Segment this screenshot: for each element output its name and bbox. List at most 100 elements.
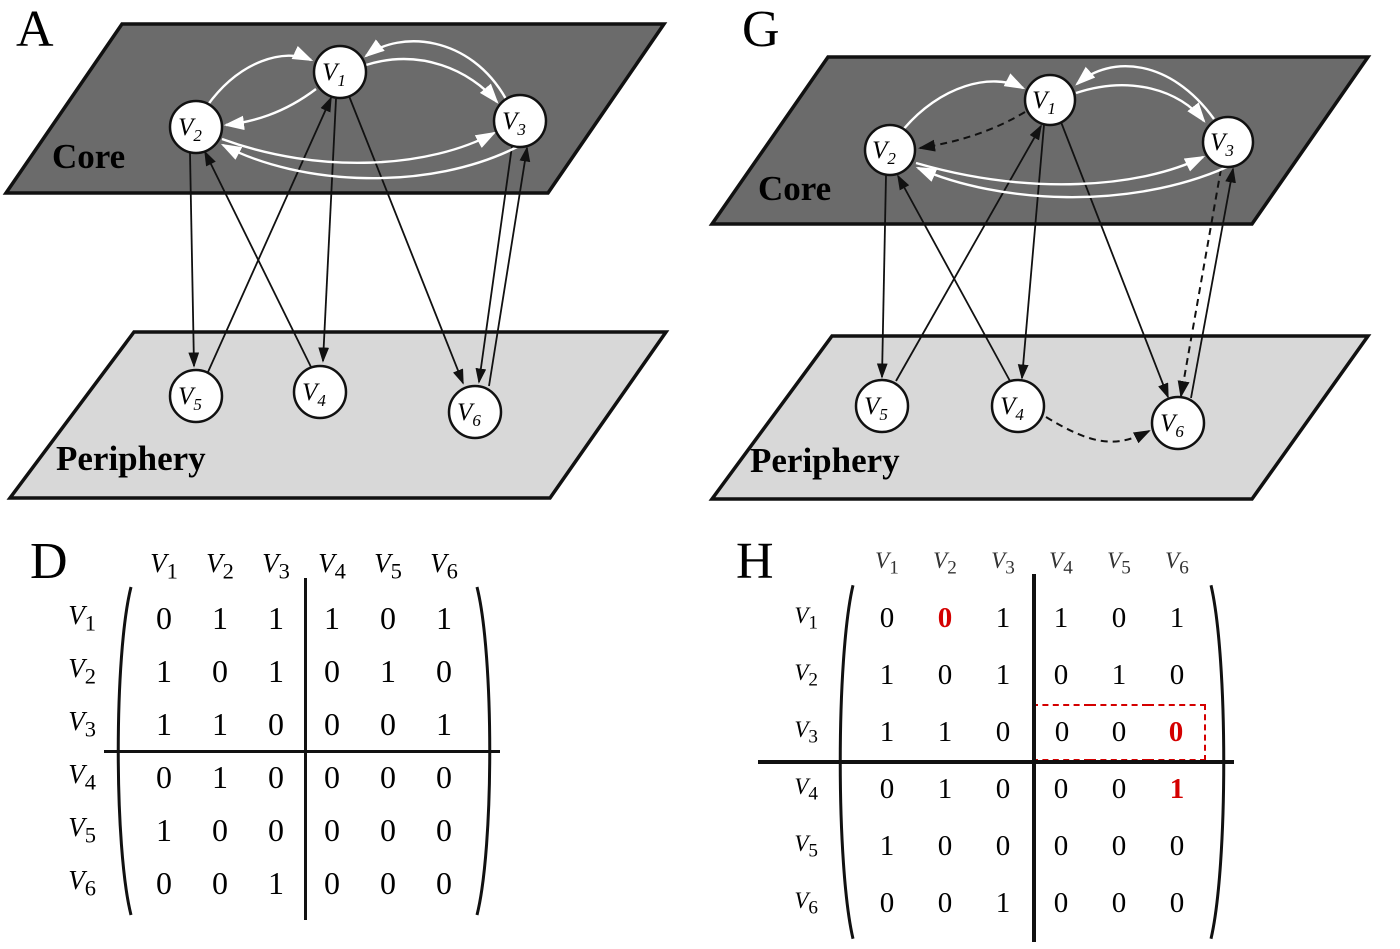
panel-letter-D: D <box>30 533 68 590</box>
matrix-cell: 0 <box>1148 704 1206 761</box>
matrix-cell: 1 <box>1169 773 1185 805</box>
node-v3 <box>492 93 548 149</box>
row-header-v3: V3 <box>68 706 96 742</box>
node-label-v3: V3 <box>502 108 526 139</box>
row-header-v2: V2 <box>68 653 96 689</box>
edge-v1-v6 <box>348 95 464 385</box>
matrix-cell: 0 <box>156 600 172 636</box>
matrix-cell: 1 <box>156 706 172 742</box>
col-header-v1: V1 <box>150 548 178 584</box>
matrix-cell: 0 <box>1053 887 1069 919</box>
edge-v1-v4 <box>318 98 337 363</box>
matrix-cell: 0 <box>1053 830 1069 862</box>
node-label-v4: V4 <box>302 379 326 410</box>
edge-v3-v6-dashed <box>1177 168 1222 398</box>
matrix-cell: 0 <box>937 830 953 862</box>
matrix-cell: 1 <box>380 653 396 689</box>
matrix-cell: 1 <box>212 600 228 636</box>
node-label-v3: V3 <box>1210 129 1234 160</box>
matrix-cell: 1 <box>324 600 340 636</box>
matrix-cell: 0 <box>436 653 452 689</box>
node-label-v1: V1 <box>1032 87 1056 118</box>
matrix-cell: 1 <box>1169 602 1185 634</box>
matrix-cell: 0 <box>1169 887 1185 919</box>
row-header-v4: V4 <box>794 773 818 805</box>
col-header-v1: V1 <box>875 548 899 579</box>
matrix-cell: 1 <box>879 830 895 862</box>
edge-v3-v2 <box>915 165 1228 199</box>
matrix-cell: 1 <box>995 887 1011 919</box>
col-header-v5: V5 <box>374 548 402 584</box>
matrix-cell: 0 <box>1090 704 1148 761</box>
node-v3 <box>1201 115 1255 169</box>
matrix-cell: 0 <box>1053 773 1069 805</box>
node-label-v6: V6 <box>457 399 481 430</box>
edge-v1-v2 <box>223 88 317 131</box>
matrix-cell: 0 <box>1169 659 1185 691</box>
edge-v4-v6-dashed <box>1045 416 1151 444</box>
edge-v1-v3 <box>1075 84 1206 123</box>
col-header-v3: V3 <box>262 548 290 584</box>
matrix-cell: 0 <box>937 659 953 691</box>
node-label-v1: V1 <box>322 59 346 90</box>
node-v5 <box>854 378 910 434</box>
node-v1 <box>312 44 368 100</box>
matrix-cell: 0 <box>995 830 1011 862</box>
network-panel-G: Core Periphery V1 V2 V3 V5 V4 V6 <box>708 55 1372 501</box>
matrix-cell: 0 <box>436 812 452 848</box>
periphery-plane-label: Periphery <box>750 441 900 480</box>
edge-v2-v1 <box>901 73 1026 132</box>
node-v4 <box>990 378 1046 434</box>
matrix-cell: 0 <box>212 653 228 689</box>
node-label-v2: V2 <box>178 114 202 145</box>
node-v2 <box>168 99 224 155</box>
matrix-cell: 0 <box>1111 773 1127 805</box>
node-label-v4: V4 <box>1000 393 1024 424</box>
matrix-cell: 0 <box>324 759 340 795</box>
matrix-cell: 0 <box>1169 830 1185 862</box>
matrix-cell: 0 <box>436 759 452 795</box>
matrix-cell: 0 <box>156 865 172 901</box>
matrix-cell: 0 <box>268 759 284 795</box>
matrix-cell: 0 <box>324 653 340 689</box>
matrix-cell: 0 <box>268 706 284 742</box>
periphery-plane <box>6 330 670 500</box>
matrix-cell: 0 <box>879 773 895 805</box>
matrix-core-periphery-horizontal-divider <box>758 760 1234 764</box>
matrix-cell: 1 <box>268 600 284 636</box>
edge-v1-v3 <box>365 57 499 104</box>
edge-v2-v3 <box>915 155 1206 186</box>
matrix-cell: 0 <box>1111 887 1127 919</box>
matrix-cell: 0 <box>212 865 228 901</box>
matrix-cell: 1 <box>436 600 452 636</box>
matrix-cell: 0 <box>380 865 396 901</box>
matrix-cell: 0 <box>1111 602 1127 634</box>
core-plane <box>708 55 1372 226</box>
matrix-cell: 0 <box>995 716 1011 748</box>
matrix-cell: 0 <box>1032 704 1090 761</box>
matrix-cell: 0 <box>212 812 228 848</box>
col-header-v4: V4 <box>1049 548 1073 579</box>
matrix-cell: 0 <box>937 887 953 919</box>
edge-v6-v3 <box>488 146 531 387</box>
matrix-cell: 0 <box>324 812 340 848</box>
col-header-v6: V6 <box>1165 548 1189 579</box>
row-header-v6: V6 <box>794 887 818 919</box>
matrix-core-periphery-vertical-divider <box>1032 574 1036 942</box>
edge-v3-v1 <box>364 39 508 100</box>
matrix-cell: 1 <box>879 716 895 748</box>
matrix-cell: 0 <box>436 865 452 901</box>
edge-v2-v5 <box>876 174 888 379</box>
matrix-core-periphery-vertical-divider <box>304 578 307 920</box>
matrix-cell: 1 <box>1111 659 1127 691</box>
